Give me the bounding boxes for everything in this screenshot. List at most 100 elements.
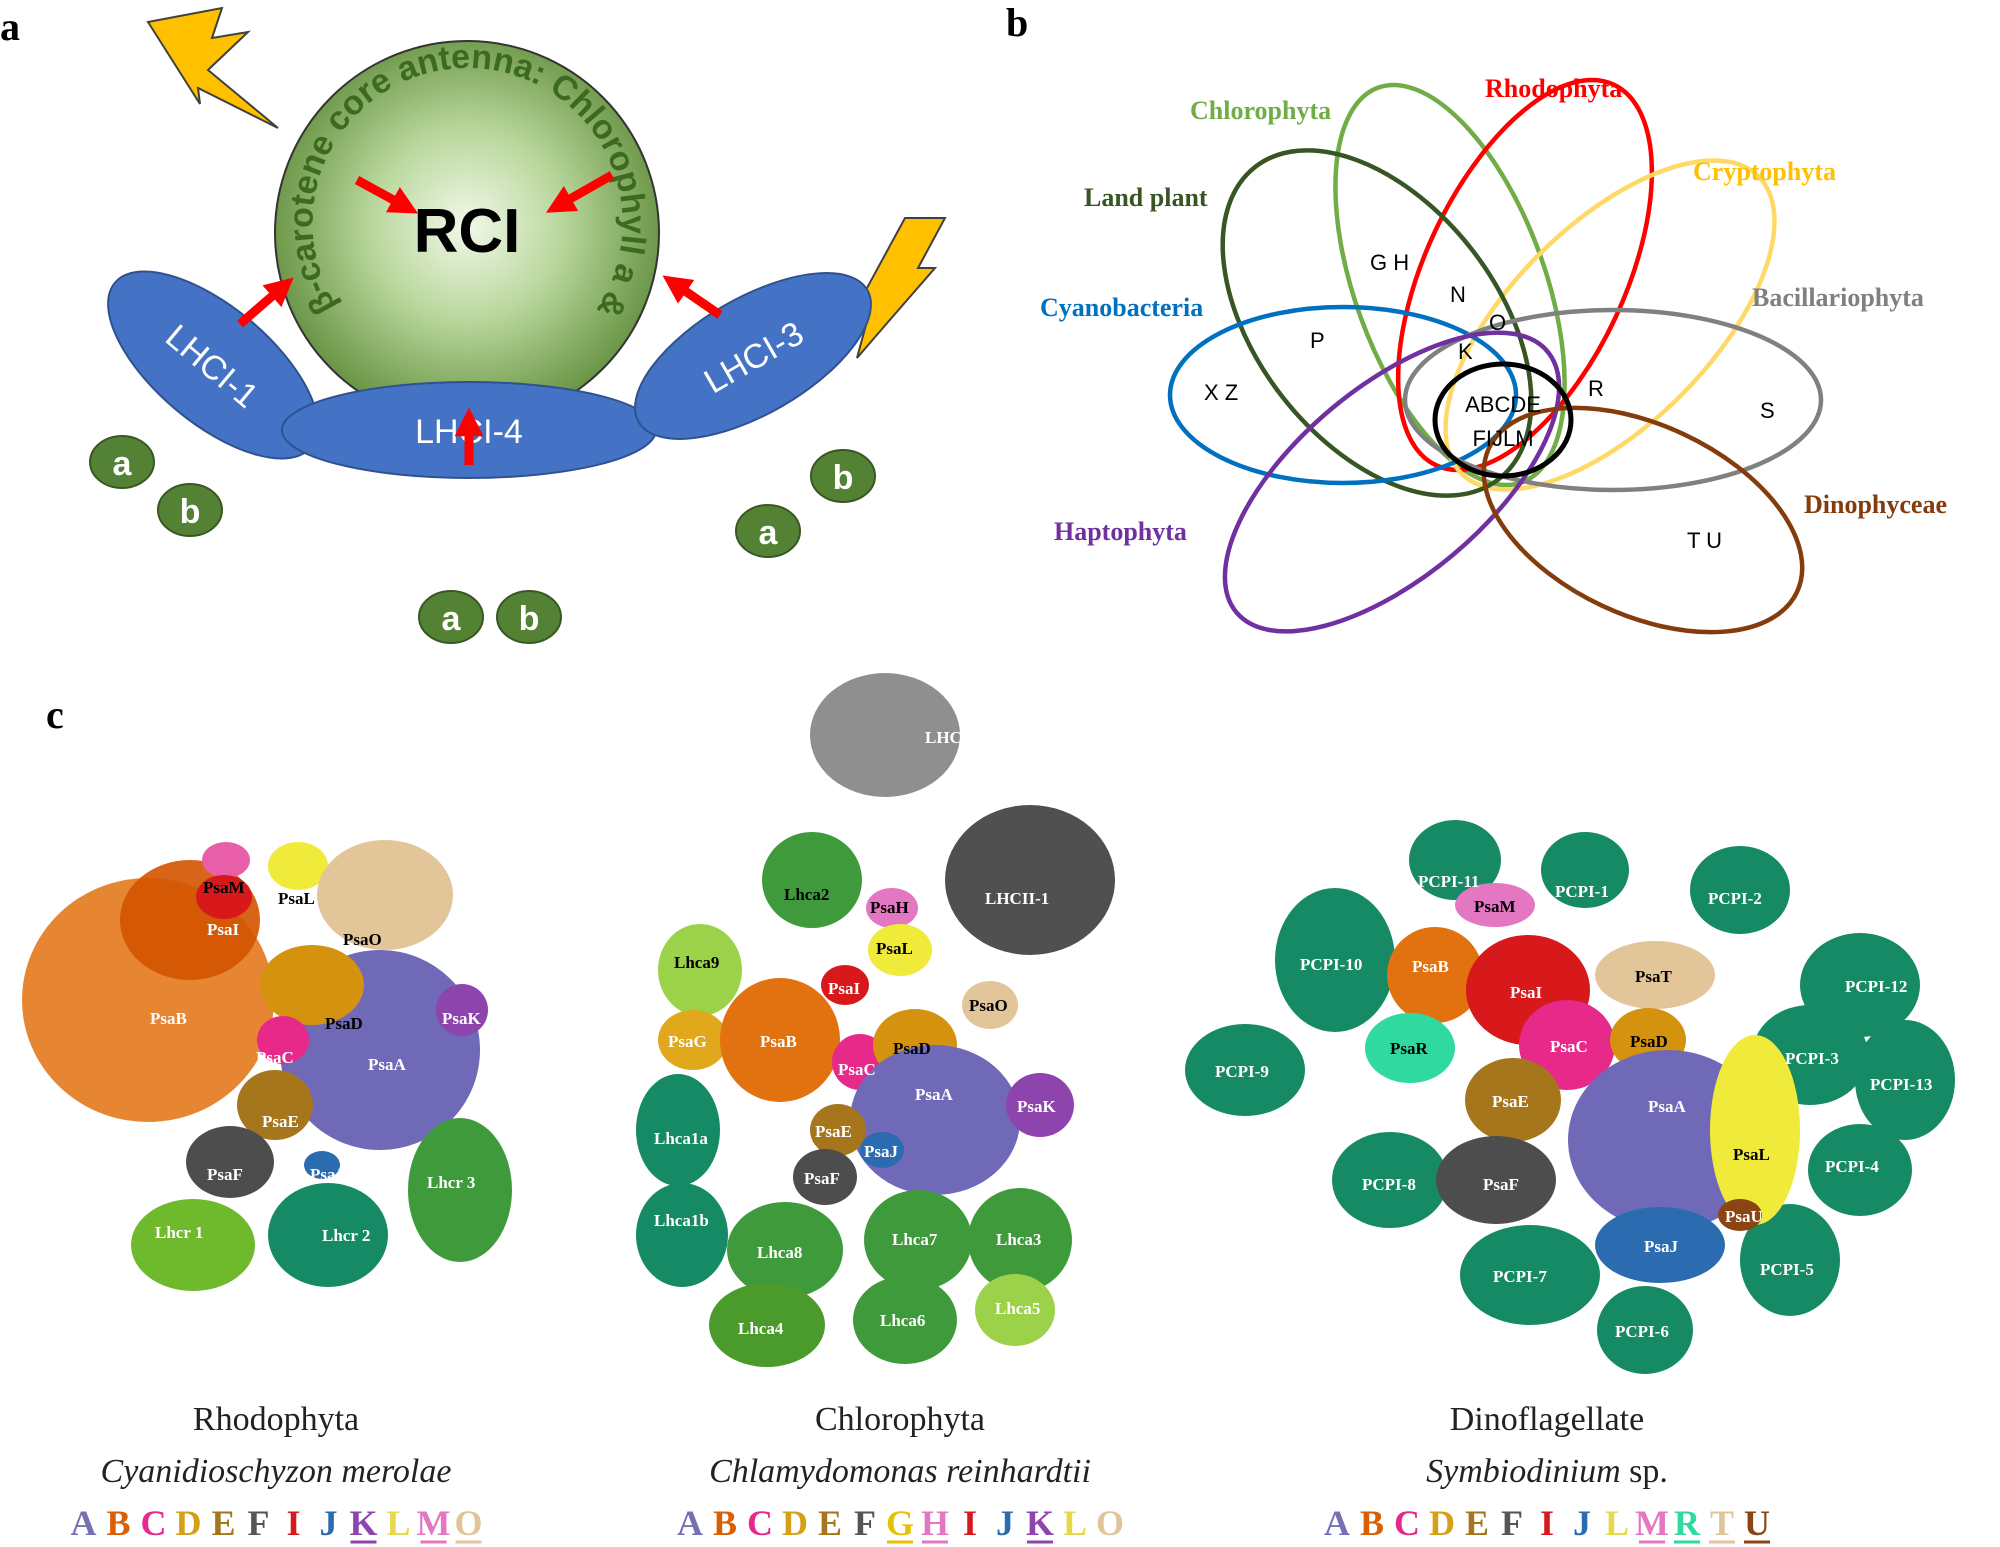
- protein-label: PsaM: [1474, 897, 1516, 916]
- protein-label: PsaT: [1635, 967, 1673, 986]
- blob-psai: [821, 965, 869, 1005]
- panel-b-label: b: [1006, 0, 1028, 45]
- subunit-letter: D: [176, 1503, 202, 1543]
- label-land-plant: Land plant: [1084, 183, 1208, 212]
- blob-lhca1a: [636, 1074, 720, 1186]
- protein-label: PsaB: [760, 1032, 797, 1051]
- protein-label: PsaC: [1550, 1037, 1588, 1056]
- venn-dinophyceae: [1481, 405, 1805, 635]
- protein-label: PsaI: [207, 920, 240, 939]
- caption-group-3: Dinoflagellate: [1450, 1401, 1644, 1438]
- pigment-a-label: a: [113, 445, 133, 483]
- blob-psak: [1006, 1073, 1074, 1137]
- label-bacillariophyta: Bacillariophyta: [1752, 283, 1924, 312]
- subunit-letter: B: [1360, 1503, 1384, 1543]
- subunit-letter: C: [1394, 1503, 1420, 1543]
- pigment-a-label: a: [759, 514, 779, 552]
- blob-psaf: [186, 1126, 274, 1198]
- panel-b: b Chlorophyta Rhodophyta Cryptophyta Lan…: [1006, 0, 1947, 635]
- subunit-letter: G: [886, 1503, 914, 1543]
- subunit-letter: K: [349, 1503, 377, 1543]
- blob-psae: [237, 1070, 313, 1140]
- protein-label: PCPI-10: [1300, 955, 1362, 974]
- protein-label: PsaE: [1492, 1092, 1529, 1111]
- caption-species-3: Symbiodinium sp.: [1426, 1453, 1668, 1490]
- blob-psal: [1710, 1035, 1800, 1225]
- subunit-letter: L: [1605, 1503, 1629, 1543]
- blob-pcpi-2: [1690, 846, 1790, 934]
- blob-lhca3: [968, 1188, 1072, 1292]
- blob-pcpi-13: [1855, 1020, 1955, 1140]
- lightning-icon-right: [853, 217, 947, 359]
- protein-label: PCPI-11: [1418, 872, 1479, 891]
- subunit-letter: M: [1635, 1503, 1669, 1543]
- pigment-a-label: a: [442, 600, 462, 638]
- subunit-letter: I: [963, 1503, 977, 1543]
- subunit-letter: B: [106, 1503, 130, 1543]
- blob-lhcr1: [131, 1199, 255, 1291]
- blob-psat: [1595, 941, 1715, 1009]
- protein-label: PsaG: [668, 1032, 707, 1051]
- subunit-letter: A: [1324, 1503, 1350, 1543]
- caption-group-1: Rhodophyta: [193, 1401, 359, 1438]
- subunit-letter: F: [1501, 1503, 1523, 1543]
- venn-cryptophyta: [1443, 158, 1777, 492]
- arrow-lhci3-to-core: [662, 275, 723, 319]
- label-cyanobacteria: Cyanobacteria: [1040, 293, 1203, 322]
- blob-lhca6: [853, 1276, 957, 1364]
- protein-label: PsaC: [838, 1060, 876, 1079]
- blob-psae: [1465, 1058, 1561, 1142]
- venn-letter-s: S: [1760, 398, 1775, 423]
- venn-haptophyta: [1222, 330, 1562, 634]
- protein-label: PsaL: [1733, 1145, 1770, 1164]
- blob-lhcr3: [408, 1118, 512, 1262]
- subunit-letter: O: [1096, 1503, 1124, 1543]
- subunit-letter: D: [782, 1503, 808, 1543]
- venn-group-labels: Chlorophyta Rhodophyta Cryptophyta Land …: [1040, 74, 1947, 546]
- arrow-lhci1-to-core: [237, 277, 294, 328]
- lhci-3-ellipse: [634, 272, 872, 440]
- protein-label: PCPI-8: [1362, 1175, 1416, 1194]
- label-chlorophyta: Chlorophyta: [1190, 96, 1331, 125]
- caption-species-1: Cyanidioschyzon merolae: [101, 1453, 452, 1490]
- protein-label: PsaE: [262, 1112, 299, 1131]
- protein-label: PsaH: [870, 898, 909, 917]
- pigment-b-badge: [157, 483, 223, 537]
- pigment-a-badge: [418, 590, 484, 644]
- blob-lhca9: [658, 924, 742, 1016]
- pigment-b-badge: [496, 590, 562, 644]
- protein-label: PsaA: [915, 1085, 954, 1104]
- blob-psak: [436, 984, 488, 1036]
- subunit-letter: K: [1026, 1503, 1054, 1543]
- protein-label: PsaL: [278, 889, 315, 908]
- structure-chlorophyta: LHCII-2 LHCII-1 Lhca2 PsaH PsaL Lhca9 Ps…: [636, 673, 1115, 1367]
- protein-label: Lhca1a: [654, 1129, 708, 1148]
- blob-psae: [810, 1104, 866, 1156]
- blob-psaf: [793, 1149, 857, 1205]
- blob-psam: [202, 842, 250, 878]
- subunit-letter: J: [1573, 1503, 1591, 1543]
- blob-psac: [257, 1016, 309, 1064]
- panel-c: c PsaM PsaL PsaI PsaO PsaB PsaD Ps: [22, 673, 1955, 1544]
- blob-pcpi-5: [1740, 1204, 1840, 1316]
- arrow-to-rci-right: [545, 171, 615, 213]
- protein-label: PsaJ: [1644, 1237, 1679, 1256]
- subunit-letter: J: [996, 1503, 1014, 1543]
- protein-label: PCPI-3: [1785, 1049, 1839, 1068]
- subunit-letter: I: [286, 1503, 300, 1543]
- pigment-a-badge: [89, 435, 155, 489]
- blob-psar: [1365, 1013, 1455, 1083]
- venn-letter-o: O: [1489, 310, 1506, 335]
- pigment-b-label: b: [519, 600, 540, 638]
- subunit-letter: I: [1540, 1503, 1554, 1543]
- subunit-letter: L: [1063, 1503, 1087, 1543]
- blob-psao: [317, 840, 453, 950]
- protein-label: PsaC: [256, 1048, 294, 1067]
- protein-label: Lhcr 3: [427, 1173, 475, 1192]
- protein-label: Lhca5: [995, 1299, 1040, 1318]
- venn-core-line-2: FIJLM: [1472, 426, 1533, 451]
- protein-label: PsaE: [815, 1122, 852, 1141]
- structure-rhodophyta: PsaM PsaL PsaI PsaO PsaB PsaD PsaK PsaC …: [22, 840, 512, 1291]
